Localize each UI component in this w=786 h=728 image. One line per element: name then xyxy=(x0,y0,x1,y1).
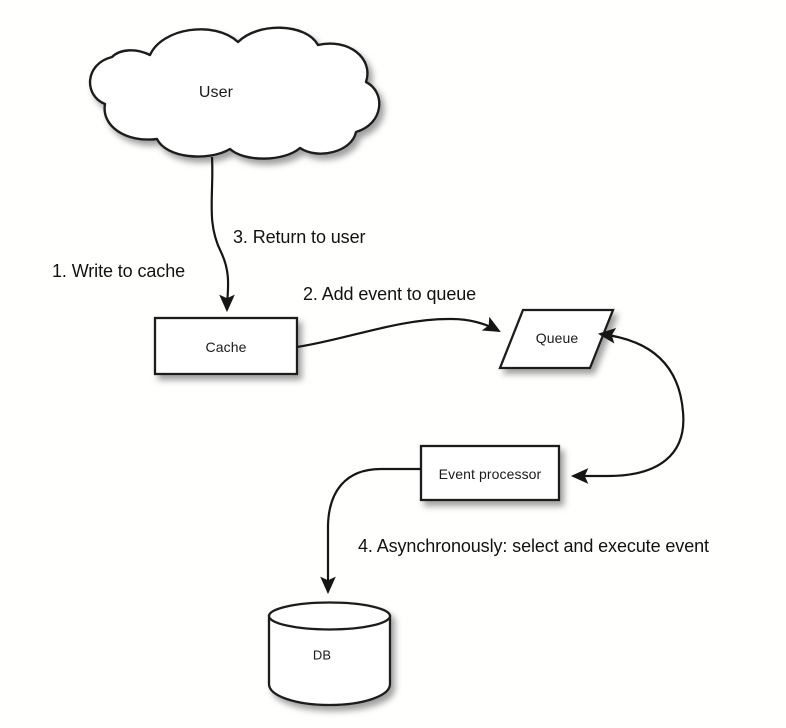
edge-user-to-cache xyxy=(210,156,235,313)
db-body xyxy=(267,614,392,707)
edge-event-processor-to-db xyxy=(320,467,421,595)
node-db[interactable] xyxy=(267,601,392,707)
edge-label-add-event-to-queue: 2. Add event to queue xyxy=(303,284,477,304)
node-user[interactable] xyxy=(88,26,381,160)
cloud-shape xyxy=(88,26,381,160)
edge-queue-to-event-processor xyxy=(570,327,685,484)
edge-label-return-to-user: 3. Return to user xyxy=(233,227,366,247)
cache-shape xyxy=(153,316,299,376)
edge-cache-to-queue xyxy=(296,316,501,349)
queue-shape xyxy=(498,308,615,370)
event-processor-shape xyxy=(419,444,561,502)
node-queue[interactable] xyxy=(498,308,615,370)
node-event-processor[interactable] xyxy=(419,444,561,502)
node-cache[interactable] xyxy=(153,316,299,376)
edge-label-write-to-cache: 1. Write to cache xyxy=(52,261,186,281)
db-top-ellipse xyxy=(267,601,392,631)
edge-label-asynchronously-select-and-execute-event: 4. Asynchronously: select and execute ev… xyxy=(358,536,709,556)
